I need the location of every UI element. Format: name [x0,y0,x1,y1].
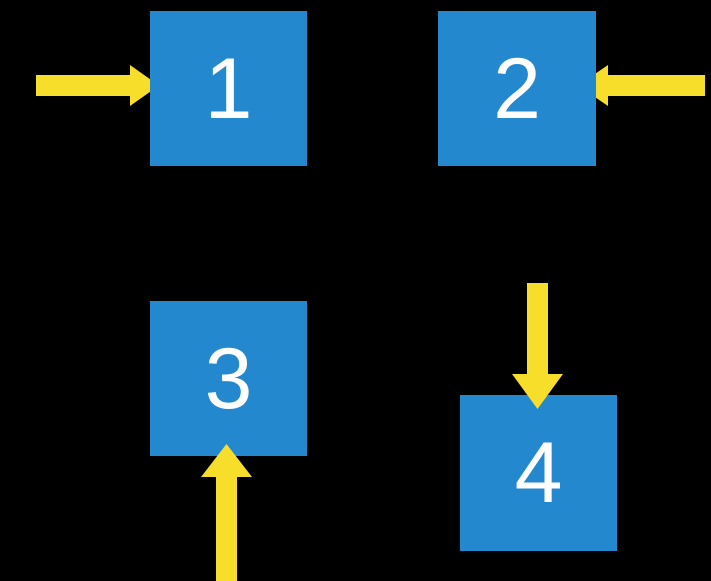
node-label-1: 1 [204,40,253,137]
arrow-right-icon [36,65,159,106]
arrow-right-into-1 [36,65,159,106]
node-box-3[interactable]: 3 [150,301,307,456]
node-box-4[interactable]: 4 [460,395,617,551]
node-label-4: 4 [514,425,563,521]
node-box-2[interactable]: 2 [438,11,596,166]
arrow-up-into-3 [201,444,252,581]
arrow-down-icon [512,283,563,409]
arrow-left-into-2 [578,65,705,106]
arrow-up-icon [201,444,252,581]
arrow-down-into-4 [512,283,563,409]
arrow-left-icon [578,65,705,106]
node-box-1[interactable]: 1 [150,11,307,166]
node-label-2: 2 [493,40,541,137]
node-label-3: 3 [204,330,253,427]
